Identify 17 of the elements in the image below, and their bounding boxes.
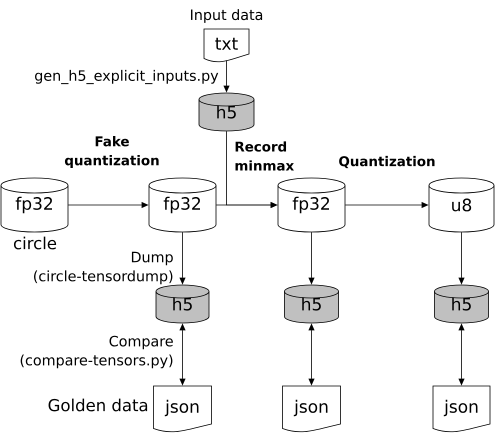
edge-label: Quantization bbox=[339, 156, 434, 168]
node-caption: circle bbox=[14, 236, 56, 250]
database-cylinder: h5 bbox=[284, 284, 339, 324]
database-cylinder: h5 bbox=[434, 284, 489, 324]
edge-label: gen_h5_explicit_inputs.py bbox=[35, 70, 218, 84]
edge-label: Compare (compare-tensors.py) bbox=[20, 336, 173, 368]
edge-label: Dump (circle-tensordump) bbox=[34, 252, 173, 284]
edge-label: Fake quantization bbox=[64, 136, 159, 168]
database-cylinder: fp32 bbox=[148, 178, 216, 232]
database-cylinder: fp32 bbox=[278, 178, 346, 232]
database-cylinder: u8 bbox=[428, 178, 494, 232]
edge-label: Record minmax bbox=[236, 141, 294, 171]
database-cylinder: h5 bbox=[198, 92, 254, 132]
database-cylinder: h5 bbox=[156, 284, 210, 324]
node-caption: Input data bbox=[191, 9, 262, 23]
database-cylinder: fp32 bbox=[0, 178, 68, 232]
node-caption: Golden data bbox=[48, 398, 148, 412]
